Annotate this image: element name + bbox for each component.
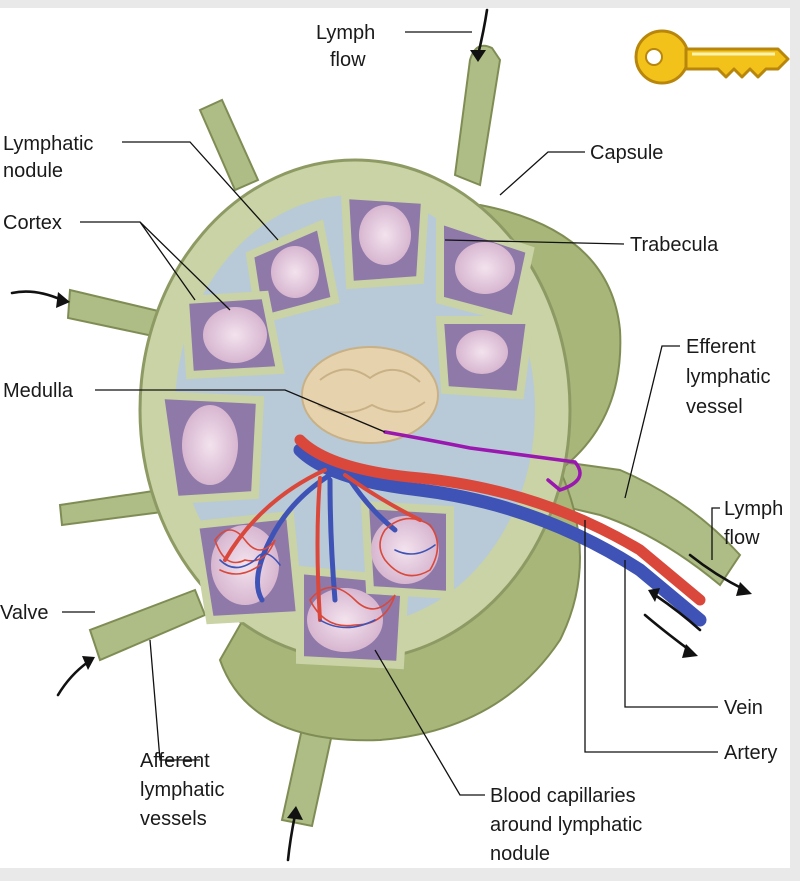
label-blood-capillaries-3: nodule: [490, 843, 550, 865]
medulla: [301, 346, 439, 444]
label-capsule: Capsule: [590, 142, 663, 164]
label-afferent: Afferent: [140, 750, 210, 772]
label-afferent-3: vessels: [140, 808, 207, 830]
flow-arrows: [10, 8, 752, 862]
label-lymph-flow-top: Lymph: [316, 22, 375, 44]
arrow-artery-in: [653, 593, 702, 632]
afferent-vessel-bottom-left: [88, 588, 207, 662]
blood-vessels: [214, 434, 707, 629]
label-lymph-flow-right-2: flow: [724, 527, 760, 549]
label-lymph-flow-top-2: flow: [330, 49, 366, 71]
label-trabecula: Trabecula: [630, 234, 719, 256]
label-blood-capillaries-2: around lymphatic: [490, 814, 642, 836]
label-cortex: Cortex: [3, 212, 62, 234]
label-afferent-2: lymphatic: [140, 779, 224, 801]
vein: [293, 443, 707, 627]
labels: Lymph flow Lymphatic nodule Capsule Cort…: [0, 22, 783, 865]
blood-capillaries: [214, 517, 439, 629]
label-lymph-flow-right: Lymph: [724, 498, 783, 520]
label-vein: Vein: [724, 697, 763, 719]
label-efferent-2: lymphatic: [686, 366, 770, 388]
cortex-lobules: [155, 190, 535, 670]
lobule-4: [435, 316, 535, 400]
lobule-6: [155, 390, 265, 505]
annotation-marker: [383, 430, 582, 492]
label-artery: Artery: [724, 742, 777, 764]
arrow-bottom-left: [56, 660, 90, 697]
vessel-upper-left: [198, 98, 260, 192]
lobule-2: [340, 190, 430, 290]
arrow-bottom: [286, 813, 297, 862]
label-valve: Valve: [0, 602, 49, 624]
label-efferent: Efferent: [686, 336, 756, 358]
lobule-9: [360, 500, 454, 600]
label-lymphatic-nodule: Lymphatic: [3, 133, 93, 155]
label-efferent-3: vessel: [686, 396, 743, 418]
artery: [294, 434, 706, 606]
label-medulla: Medulla: [3, 380, 74, 402]
label-blood-capillaries: Blood capillaries: [490, 785, 636, 807]
label-lymphatic-nodule-2: nodule: [3, 160, 63, 182]
leader-lines: [62, 31, 720, 796]
lobule-5: [180, 290, 285, 380]
key-icon: [634, 29, 790, 85]
